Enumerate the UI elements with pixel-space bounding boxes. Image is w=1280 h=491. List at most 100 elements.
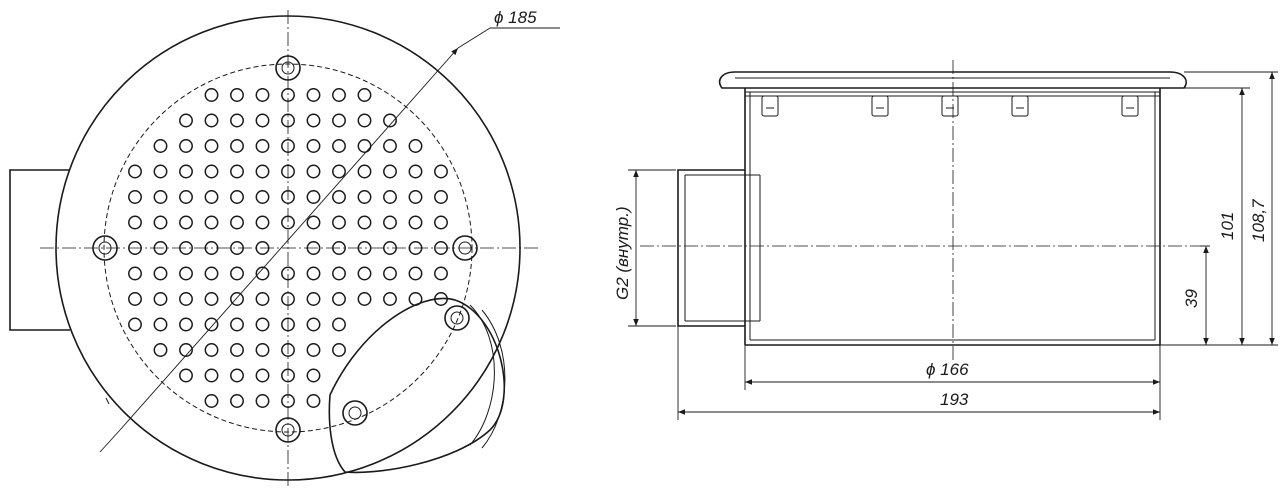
grate-hole bbox=[332, 292, 346, 306]
grate-hole bbox=[204, 368, 219, 383]
grate-hole bbox=[230, 368, 244, 383]
mounting-screw bbox=[348, 406, 362, 420]
grate-hole bbox=[408, 215, 423, 230]
diameter-leader bbox=[119, 47, 459, 431]
grate-hole bbox=[332, 317, 346, 332]
grate-hole bbox=[204, 394, 219, 408]
top-flange bbox=[718, 71, 1187, 89]
grate-hole bbox=[204, 215, 219, 230]
grate-hole bbox=[408, 266, 423, 281]
grate-hole bbox=[179, 368, 193, 383]
grate-hole bbox=[383, 139, 397, 153]
diameter-inner-label: ϕ 166 bbox=[926, 360, 969, 379]
grate-hole bbox=[332, 215, 346, 230]
threaded-pipe bbox=[677, 169, 745, 327]
pocket-inner-arc bbox=[469, 304, 495, 446]
grate-stud bbox=[1121, 95, 1139, 117]
grate-hole bbox=[128, 292, 142, 306]
grate-hole bbox=[255, 164, 270, 179]
grate-hole bbox=[357, 292, 372, 306]
grate-hole bbox=[306, 88, 321, 102]
grate-hole bbox=[306, 317, 321, 332]
grate-hole bbox=[128, 190, 142, 204]
height-101-label: 101 bbox=[1218, 212, 1237, 240]
grate-hole bbox=[204, 292, 219, 306]
grate-hole bbox=[255, 292, 270, 306]
mounting-screws bbox=[92, 55, 478, 443]
grate-hole bbox=[179, 139, 193, 153]
mounting-screw bbox=[450, 311, 464, 325]
overall-width-label: 193 bbox=[940, 390, 969, 409]
grate-hole bbox=[230, 215, 244, 230]
grate-hole bbox=[153, 190, 168, 204]
top-view: ϕ 185 bbox=[9, 8, 560, 488]
grate-hole bbox=[255, 394, 270, 408]
grate-hole bbox=[255, 88, 270, 102]
grate-hole bbox=[179, 266, 193, 281]
pocket-inner-arc-2 bbox=[481, 309, 506, 449]
grate-stud bbox=[761, 95, 779, 117]
mounting-screw bbox=[281, 61, 295, 75]
diameter-leader-tail bbox=[99, 429, 121, 453]
grate-hole bbox=[204, 190, 219, 204]
grate-hole bbox=[230, 190, 244, 204]
grate-hole bbox=[434, 266, 448, 281]
grate-hole bbox=[204, 88, 219, 102]
grate-hole bbox=[306, 164, 321, 179]
grate-hole bbox=[128, 215, 142, 230]
grate-hole bbox=[332, 139, 346, 153]
grate-hole bbox=[255, 317, 270, 332]
grate-hole bbox=[383, 292, 397, 306]
grate-hole bbox=[332, 190, 346, 204]
grate-hole bbox=[179, 113, 193, 128]
thread-label: G2 (внутр.) bbox=[613, 206, 632, 300]
grate-hole bbox=[255, 190, 270, 204]
grate-hole bbox=[383, 266, 397, 281]
grate-hole bbox=[230, 317, 244, 332]
grate-hole bbox=[153, 215, 168, 230]
height-108-label: 108,7 bbox=[1249, 199, 1268, 242]
grate-holes bbox=[128, 88, 448, 408]
grate-hole bbox=[230, 266, 244, 281]
mounting-screw bbox=[281, 423, 295, 437]
grate-hole bbox=[357, 215, 372, 230]
grate-hole bbox=[204, 266, 219, 281]
mounting-screw bbox=[458, 241, 472, 255]
grate-hole bbox=[357, 190, 372, 204]
grate-hole bbox=[383, 164, 397, 179]
grate-hole bbox=[204, 343, 219, 357]
grate-hole bbox=[357, 88, 372, 102]
grate-hole bbox=[357, 164, 372, 179]
grate-hole bbox=[306, 368, 321, 383]
grate-hole bbox=[357, 113, 372, 128]
grate-hole bbox=[230, 164, 244, 179]
diameter-leader-bend bbox=[457, 27, 491, 49]
grate-hole bbox=[332, 164, 346, 179]
grate-hole bbox=[179, 292, 193, 306]
grate-hole bbox=[255, 139, 270, 153]
grate-hole bbox=[153, 139, 168, 153]
grate-hole bbox=[204, 139, 219, 153]
grate-hole bbox=[230, 113, 244, 128]
grate-stud bbox=[871, 95, 889, 117]
grate-hole bbox=[306, 343, 321, 357]
grate-hole bbox=[306, 190, 321, 204]
grate-hole bbox=[153, 343, 168, 357]
diameter-outer-label: ϕ 185 bbox=[494, 8, 537, 27]
grate-hole bbox=[153, 164, 168, 179]
height-39-label: 39 bbox=[1182, 289, 1201, 308]
grate-hole bbox=[153, 292, 168, 306]
grate-hole bbox=[357, 139, 372, 153]
grate-hole bbox=[332, 113, 346, 128]
grate-hole bbox=[408, 190, 423, 204]
mounting-screw bbox=[98, 241, 112, 255]
grate-hole bbox=[128, 266, 142, 281]
grate-hole bbox=[306, 292, 321, 306]
grate-stud bbox=[1011, 95, 1029, 117]
grate-hole bbox=[179, 343, 193, 357]
grate-hole bbox=[306, 394, 321, 408]
grate-hole bbox=[128, 164, 142, 179]
mounting-screw bbox=[92, 235, 118, 261]
grate-hole bbox=[204, 164, 219, 179]
grate-hole bbox=[255, 343, 270, 357]
